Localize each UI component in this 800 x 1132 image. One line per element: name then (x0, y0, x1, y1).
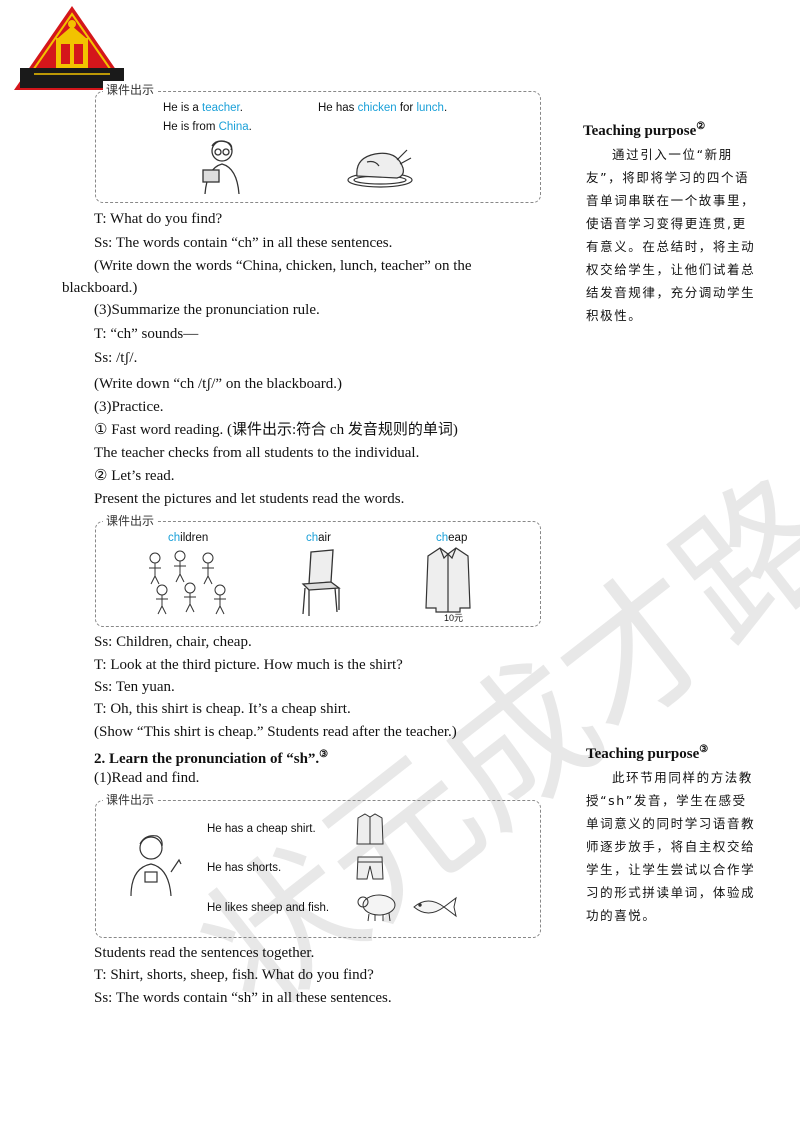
text-line: (1)Read and find. (94, 770, 200, 786)
courseware-box-3 (95, 800, 541, 938)
box3-sentence-1: He has a cheap shirt. (207, 823, 316, 835)
footnote-marker: ③ (319, 749, 329, 760)
text-line: ② Let’s read. (94, 468, 175, 484)
courseware-label: 课件出示 (103, 81, 158, 98)
text-line: (Write down “ch /tʃ/” on the blackboard.… (94, 376, 343, 392)
box1-sentence-2: He has chicken for lunch. (318, 102, 448, 114)
publisher-logo (12, 4, 132, 92)
box1-sentence-3: He is from China. (163, 121, 252, 133)
courseware-box-1 (95, 91, 541, 203)
text-line: (Show “This shirt is cheap.” Students re… (94, 724, 457, 740)
word-children: children (168, 532, 209, 544)
shirt-illustration (424, 546, 472, 614)
text-line: Ss: Ten yuan. (94, 679, 175, 695)
text-line: Students read the sentences together. (94, 945, 315, 961)
shorts-illustration (355, 854, 385, 882)
fish-illustration (410, 894, 460, 920)
children-illustration (140, 548, 240, 616)
text-line: blackboard.) (62, 280, 138, 296)
footnote-marker: ③ (699, 744, 709, 755)
text-line: The teacher checks from all students to … (94, 445, 420, 461)
text-line: Ss: The words contain “ch” in all these … (94, 235, 393, 251)
chair-illustration (295, 548, 345, 618)
word-chair: chair (306, 532, 331, 544)
teaching-purpose-text: 通过引入一位“新朋友”，将即将学习的四个语音单词串联在一个故事里，使语音学习变得… (586, 147, 756, 323)
box3-sentence-2: He has shorts. (207, 862, 282, 874)
box3-sentence-3: He likes sheep and fish. (207, 902, 330, 914)
teaching-purpose-text: 此环节用同样的方法教授“sh”发音，学生在感受单词意义的同时学习语音教师逐步放手… (586, 770, 756, 923)
text-line: Present the pictures and let students re… (94, 491, 405, 507)
courseware-label: 课件出示 (103, 512, 158, 529)
text-line: T: Look at the third picture. How much i… (94, 657, 403, 673)
courseware-box-2 (95, 521, 541, 627)
text-line: (3)Summarize the pronunciation rule. (94, 302, 320, 318)
text-line: Ss: The words contain “sh” in all these … (94, 990, 392, 1006)
text-line: (3)Practice. (94, 399, 164, 415)
text-line: Ss: /tʃ/. (94, 350, 138, 366)
roast-chicken-illustration (345, 140, 415, 190)
word-cheap: cheap (436, 532, 468, 544)
text-line: (Write down the words “China, chicken, l… (94, 258, 472, 274)
shirt-small-illustration (355, 812, 385, 846)
text-line: ① Fast word reading. (课件出示:符合 ch 发音规则的单词… (94, 422, 458, 438)
price-tag: 10元 (444, 613, 464, 623)
text-line: T: What do you find? (94, 211, 223, 227)
text-line: T: Shirt, shorts, sheep, fish. What do y… (94, 967, 374, 983)
footnote-marker: ② (696, 121, 706, 132)
teacher-reading-illustration (195, 136, 245, 196)
text-line: T: “ch” sounds— (94, 326, 199, 342)
courseware-label: 课件出示 (103, 791, 158, 808)
text-line: T: Oh, this shirt is cheap. It’s a cheap… (94, 701, 351, 717)
boy-illustration (125, 832, 185, 897)
section-heading: 2. Learn the pronunciation of “sh”.③ (94, 749, 329, 767)
box1-sentence-1: He is a teacher. (163, 102, 243, 114)
sheep-illustration (355, 890, 401, 922)
text-line: Ss: Children, chair, cheap. (94, 634, 252, 650)
teaching-purpose-title: Teaching purpose③ (586, 744, 709, 762)
teaching-purpose-title: Teaching purpose② (583, 121, 706, 139)
